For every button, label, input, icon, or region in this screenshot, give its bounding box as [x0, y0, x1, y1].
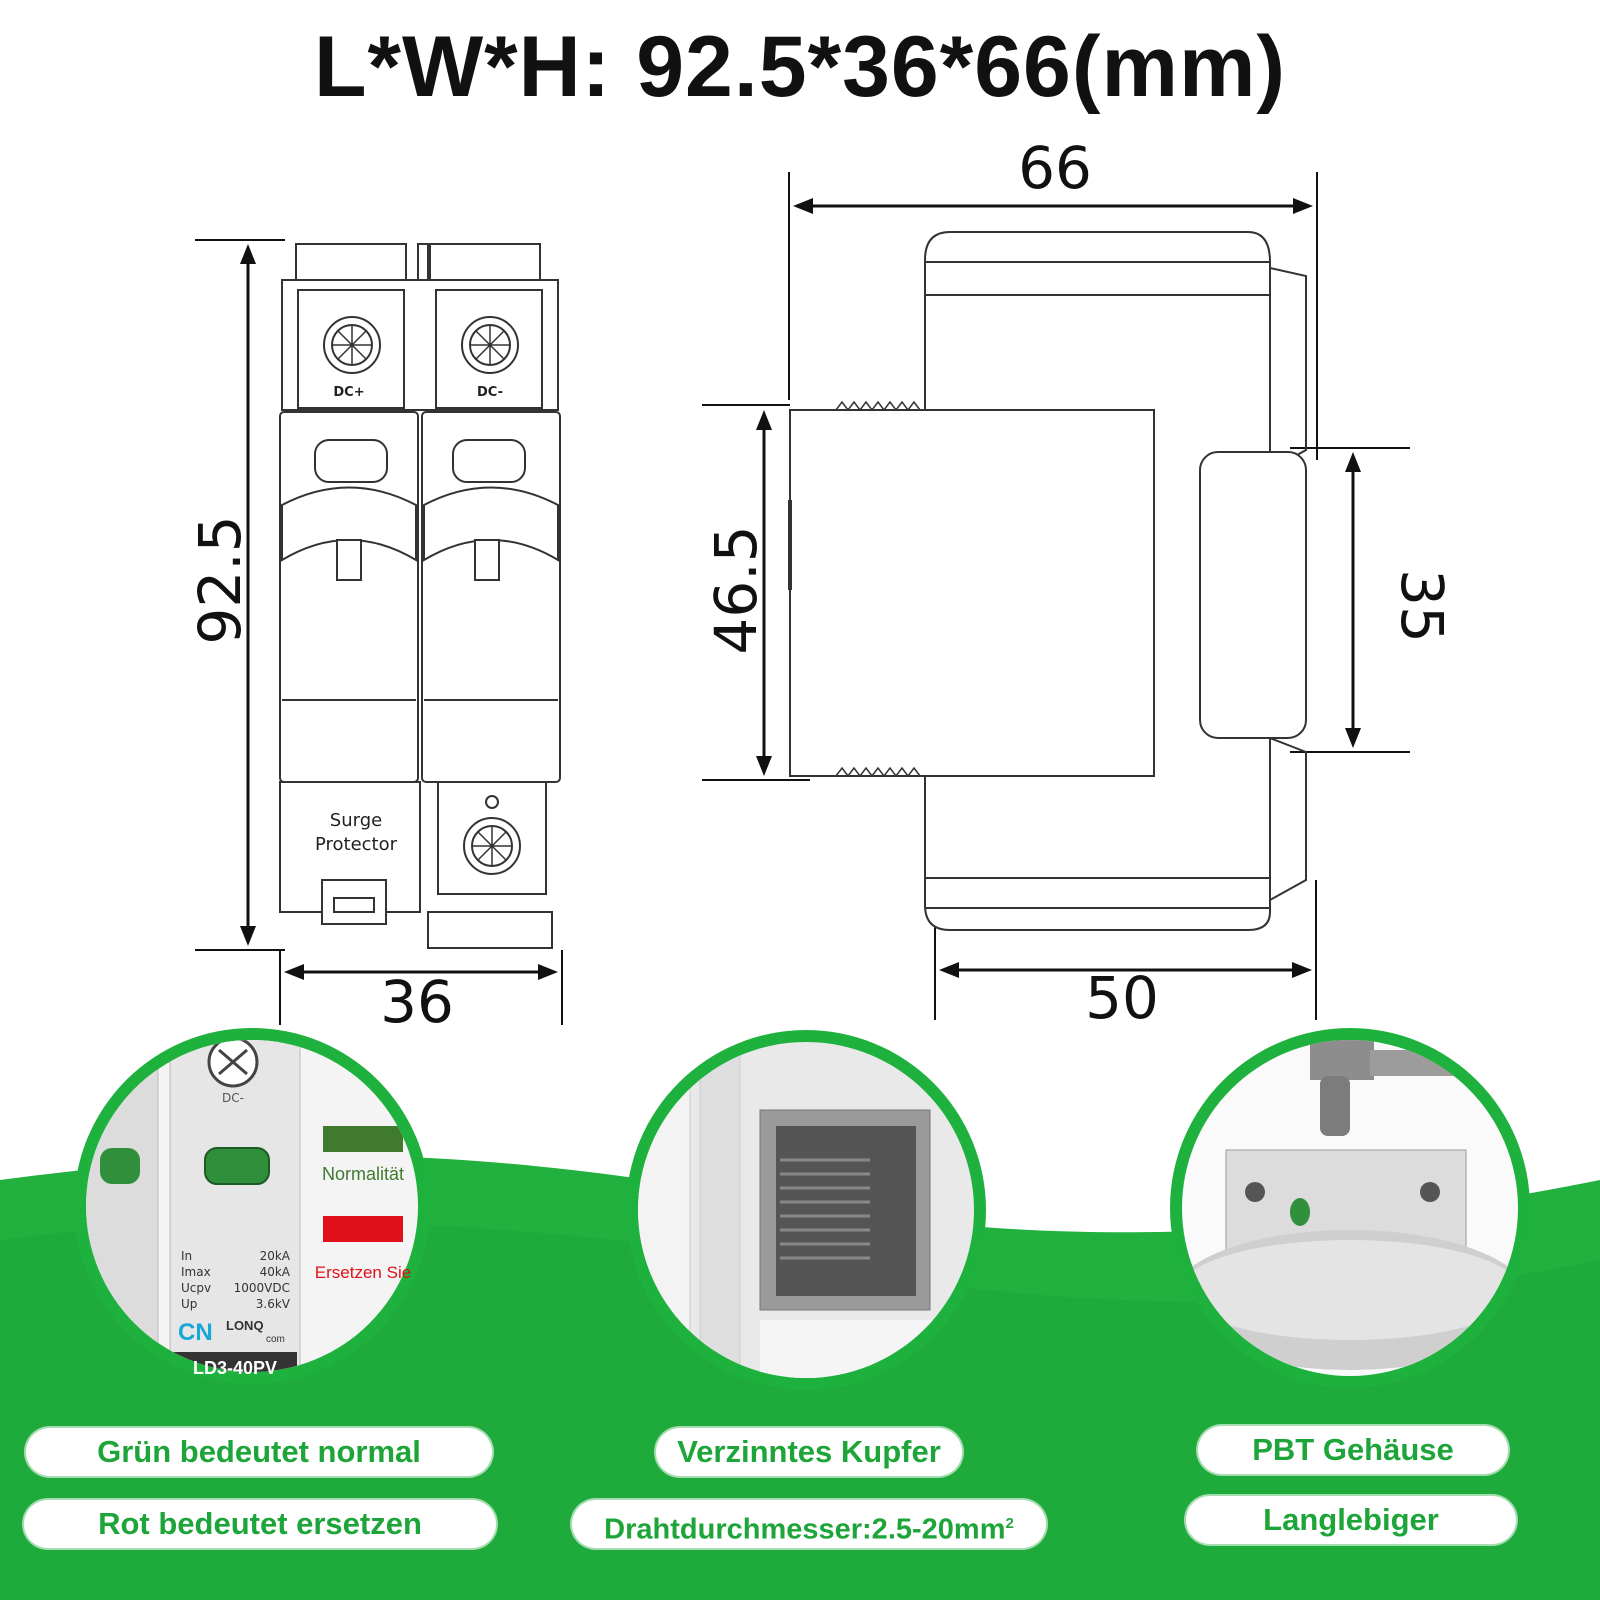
svg-text:20kA: 20kA — [260, 1249, 291, 1263]
indicator-terminal: DC- — [222, 1091, 244, 1105]
brand-lonq: LONQ — [226, 1318, 264, 1333]
pill-red-replace: Rot bedeutet ersetzen — [24, 1500, 496, 1548]
brand-com: com — [266, 1334, 285, 1345]
dim-height: 92.5 — [186, 515, 254, 644]
dim-depth: 66 — [1018, 134, 1092, 202]
dim-rail: 35 — [1388, 569, 1456, 643]
green-label: Normalität — [322, 1164, 404, 1184]
green-swatch — [323, 1126, 403, 1152]
svg-text:1000VDC: 1000VDC — [234, 1281, 290, 1295]
svg-text:40kA: 40kA — [260, 1265, 291, 1279]
pill-wire-diameter: Drahtdurchmesser:2.5-20mm2 — [572, 1500, 1046, 1548]
front-view — [195, 239, 563, 1025]
page-title: L*W*H: 92.5*36*66(mm) — [313, 19, 1287, 115]
dim-front: 46.5 — [702, 525, 770, 654]
terminal-label-dc-plus: DC+ — [333, 385, 364, 400]
pill-tinned-copper: Verzinntes Kupfer — [656, 1428, 962, 1476]
surge-label-line2: Protector — [315, 834, 398, 855]
pbt-circle — [1170, 1028, 1530, 1388]
pill-pbt-housing: PBT Gehäuse — [1198, 1426, 1508, 1474]
surge-label-line1: Surge — [330, 810, 382, 831]
model-label: LD3-40PV — [193, 1358, 277, 1378]
svg-text:3.6kV: 3.6kV — [256, 1297, 291, 1311]
spec-table: In Imax Ucpv Up 20kA 40kA 1000VDC 3.6kV — [181, 1249, 291, 1311]
dim-width: 36 — [380, 968, 454, 1036]
red-swatch — [323, 1216, 403, 1242]
svg-text:Up: Up — [181, 1297, 197, 1311]
svg-text:In: In — [181, 1249, 192, 1263]
brand-cn: CN — [178, 1319, 213, 1346]
indicator-circle — [74, 1028, 430, 1384]
side-view — [702, 172, 1410, 1020]
copper-circle — [626, 1030, 986, 1390]
terminal-label-dc-minus: DC- — [477, 385, 503, 400]
pill-durable: Langlebiger — [1186, 1496, 1516, 1544]
pill-green-normal: Grün bedeutet normal — [26, 1428, 492, 1476]
svg-text:Imax: Imax — [181, 1265, 211, 1279]
dim-base: 50 — [1085, 964, 1159, 1032]
svg-text:Ucpv: Ucpv — [181, 1281, 211, 1295]
red-label: Ersetzen Sie — [315, 1263, 411, 1282]
